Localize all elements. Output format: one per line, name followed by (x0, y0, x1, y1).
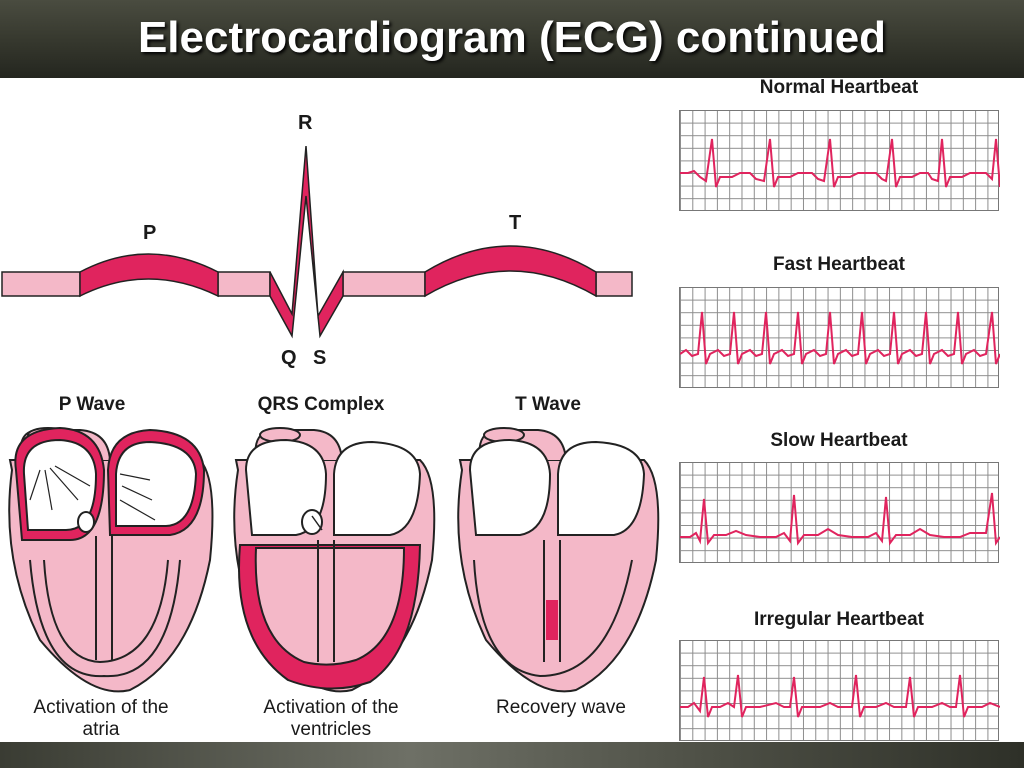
caption-line: Recovery wave (496, 697, 626, 718)
label-q: Q (281, 347, 297, 369)
stage-title-p-wave: P Wave (58, 394, 126, 415)
stage-caption-t-wave: Recovery wave (466, 697, 656, 719)
strip-irregular (679, 640, 1000, 741)
stage-caption-qrs: Activation of the ventricles (236, 697, 426, 741)
p-wave-shape (79, 253, 219, 298)
strip-title-fast: Fast Heartbeat (773, 254, 905, 275)
baseline-segment (1, 271, 81, 297)
strip-title-slow: Slow Heartbeat (770, 430, 908, 451)
title-bar-background (0, 0, 1024, 78)
qrs-complex-shape (269, 145, 344, 339)
baseline-segment (342, 271, 426, 297)
strip-normal (679, 110, 1000, 211)
caption-line: Activation of the (263, 697, 399, 718)
label-s: S (313, 347, 327, 369)
trace-irregular (680, 674, 1000, 718)
caption-line: atria (82, 719, 120, 740)
trace-normal (680, 138, 1000, 188)
trace-fast (680, 311, 1000, 365)
label-p: P (143, 222, 157, 244)
strip-title-irregular: Irregular Heartbeat (753, 609, 924, 630)
caption-line: ventricles (290, 719, 372, 740)
t-wave-shape (424, 245, 597, 298)
strip-fast (679, 287, 1000, 388)
trace-slow (680, 492, 1000, 546)
footer-bar-background (0, 742, 1024, 768)
strip-slow (679, 462, 1000, 563)
stage-title-qrs: QRS Complex (257, 394, 385, 415)
heart-t-wave (457, 427, 660, 693)
stage-title-t-wave: T Wave (515, 394, 581, 415)
caption-line: Activation of the (33, 697, 169, 718)
stage-caption-p-wave: Activation of the atria (6, 697, 196, 741)
baseline-segment (595, 271, 633, 297)
heart-qrs (233, 427, 436, 693)
slide-title: Electrocardiogram (ECG) continued (137, 13, 887, 62)
strip-title-normal: Normal Heartbeat (759, 77, 919, 98)
label-r: R (298, 112, 313, 134)
heart-p-wave (8, 426, 214, 693)
baseline-segment (217, 271, 271, 297)
label-t: T (509, 212, 522, 234)
